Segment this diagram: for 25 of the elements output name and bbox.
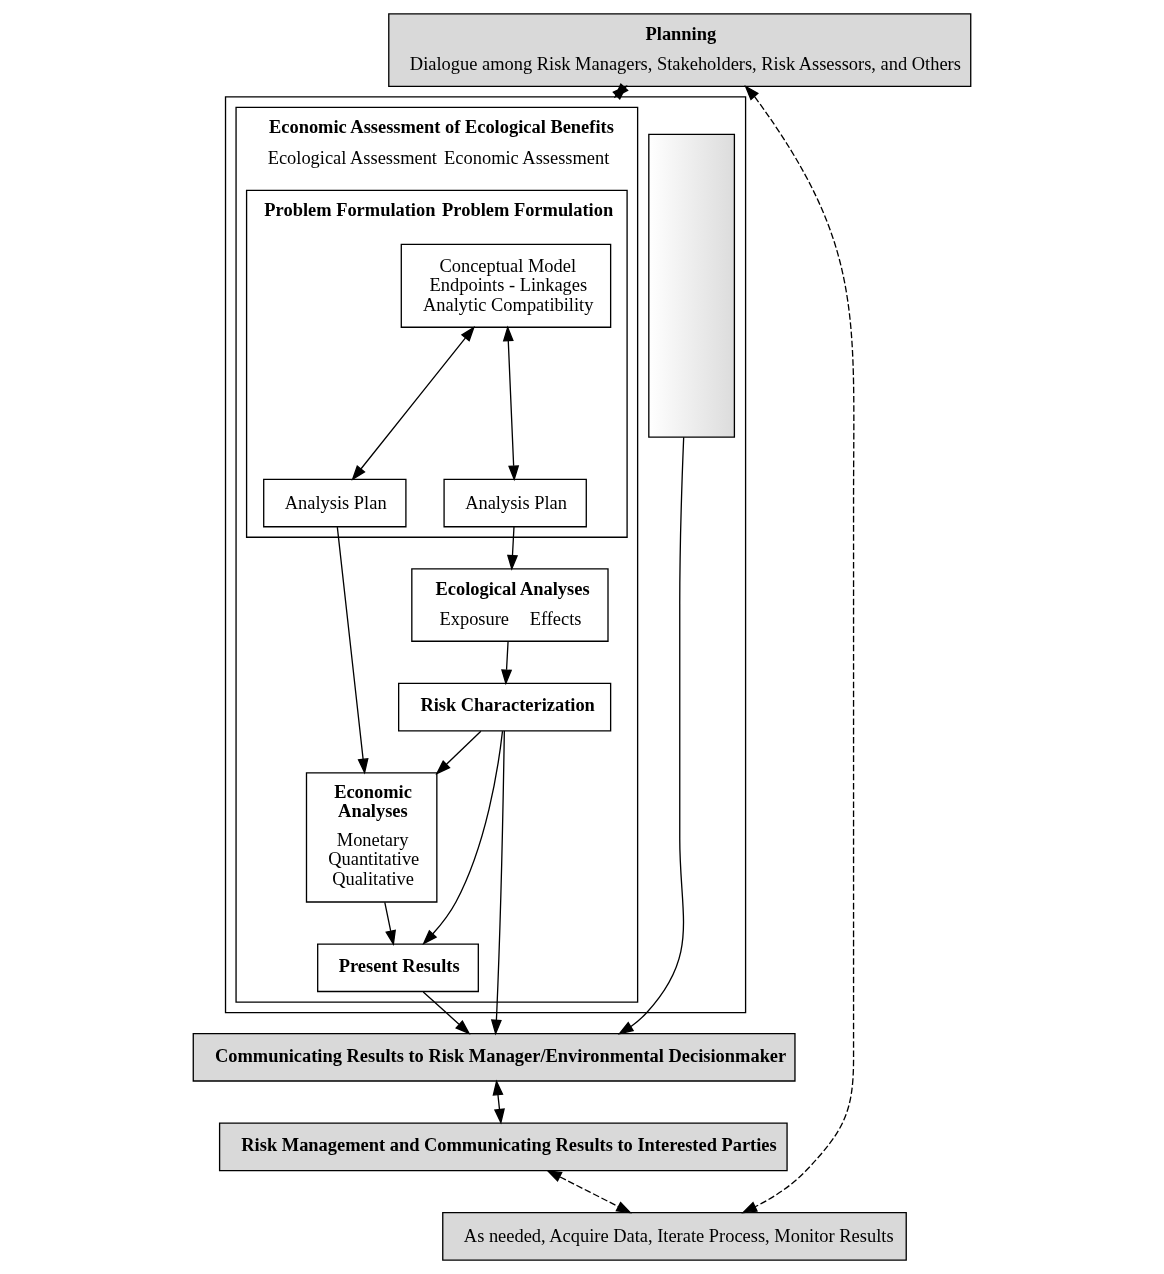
node-box: Risk Management and Communicating Results to Interested Parties (218, 1122, 788, 1172)
node-box (648, 133, 736, 438)
node-box: Present Results (317, 943, 479, 993)
arrow (501, 641, 513, 686)
node-box: Analysis Plan (263, 478, 407, 528)
arrow (741, 85, 855, 1214)
arrow (546, 1169, 632, 1214)
arrow (502, 325, 520, 482)
arrow (506, 526, 519, 571)
node-box: Analysis Plan (443, 478, 587, 528)
arrow (435, 730, 482, 775)
node-box: Economic Analyses Monetary Quantitative Qualitative (305, 772, 438, 903)
arrow (422, 730, 504, 945)
node-box: Communicating Results to Risk Manager/Environmental Decisionmaker (192, 1032, 796, 1082)
arrow (336, 526, 369, 775)
node-box: As needed, Acquire Data, Iterate Process, Monitor Results (442, 1212, 907, 1261)
node-box: Conceptual Model Endpoints - Linkages Analytic Compatibility (400, 243, 612, 328)
arrow (617, 436, 685, 1035)
arrow (490, 730, 505, 1036)
node-box: Planning Dialogue among Risk Managers, Stakeholders, Risk Assessors, and Others (388, 13, 972, 87)
arrow (351, 325, 475, 481)
node-box: Ecological Analyses Exposure Effects (411, 568, 609, 642)
node-box: Risk Characterization (398, 682, 612, 732)
arrow (384, 901, 396, 947)
arrow (492, 1079, 505, 1125)
